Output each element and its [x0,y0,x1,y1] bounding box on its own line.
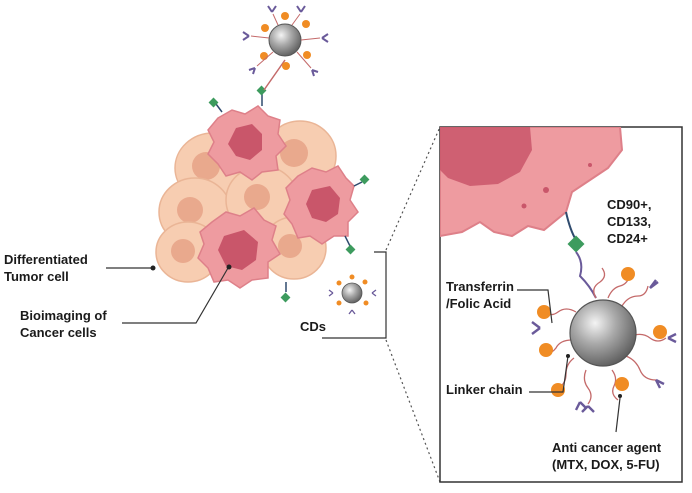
cancer-cell [283,165,359,245]
zoom-line [385,126,441,251]
receptor-icon [344,235,356,255]
carbon-dot-nanoparticle-top [242,5,329,91]
cancer-cell [207,105,287,181]
receptor-icon [208,97,223,113]
label-anticancer-agent: Anti cancer agent (MTX, DOX, 5-FU) [552,440,662,472]
label-bioimaging: Bioimaging of Cancer cells [20,308,107,340]
receptor-icon [353,174,370,187]
label-cds: CDs [300,319,327,334]
label-transferrin: Transferrin /Folic Acid [446,279,514,311]
carbon-dot-nanoparticle-small [328,274,377,315]
label-markers: CD90+, CD133, CD24+ [607,197,652,246]
receptor-icon [565,211,597,299]
tumor-cell-cluster [155,85,370,303]
receptor-icon [280,282,291,303]
label-differentiated-tumor-cell: Differentiated Tumor cell [4,252,88,284]
carbon-dot-nanoparticle-large [531,267,677,413]
zoom-inset [439,126,683,483]
zoom-line [385,339,441,483]
cds-bracket [322,251,387,339]
pointer-line [122,267,229,324]
cancer-cell [197,207,281,289]
label-linker-chain: Linker chain [446,382,523,397]
